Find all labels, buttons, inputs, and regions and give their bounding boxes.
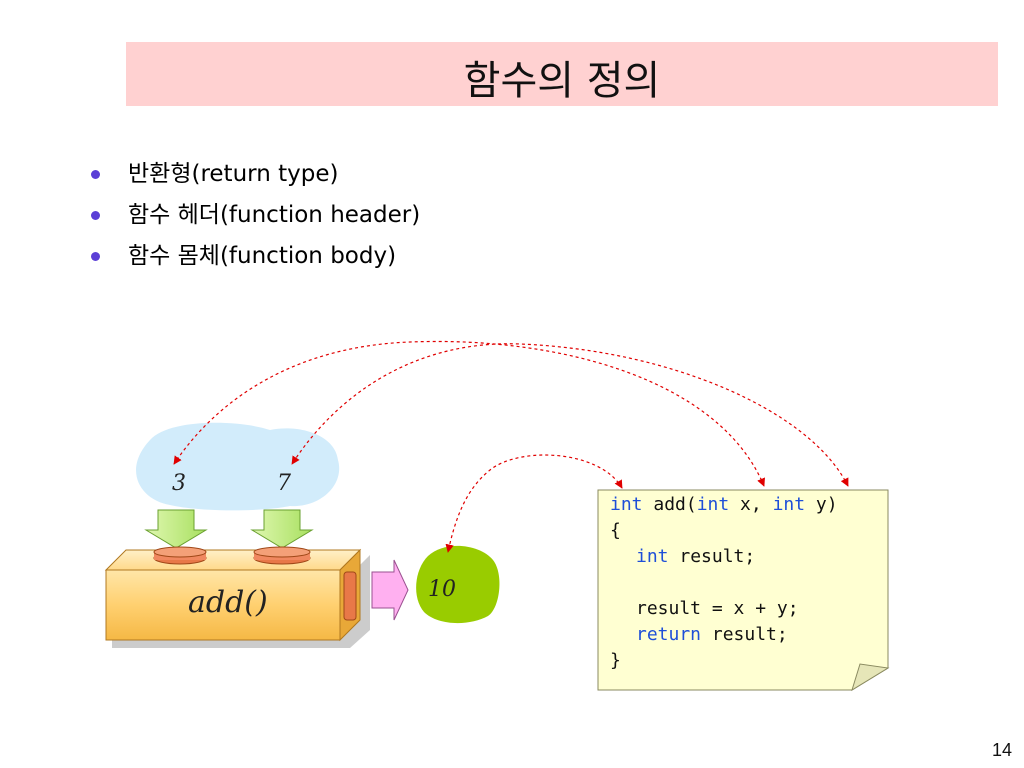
output-socket [343, 571, 357, 621]
bullet-item-function-body: 함수 몸체(function body) [88, 236, 420, 277]
bullet-list: 반환형(return type) 함수 헤더(function header) … [88, 154, 420, 277]
input-value-3: 3 [172, 471, 186, 496]
input-socket-2 [253, 546, 311, 565]
code-note [597, 489, 890, 692]
connector-param-x-to-3 [173, 340, 765, 487]
down-arrow-icon [144, 509, 208, 549]
title-bar: 함수의 정의 [126, 42, 998, 106]
page-number: 14 [991, 740, 1012, 760]
bullet-item-function-header: 함수 헤더(function header) [88, 195, 420, 236]
function-label: add() [188, 585, 268, 620]
bullet-dot-icon [91, 170, 100, 179]
input-value-7: 7 [277, 471, 291, 496]
output-blob [416, 545, 500, 624]
bullet-text: 반환형(return type) [128, 161, 339, 187]
code-line-2: { [610, 520, 621, 541]
output-arrow-icon [371, 559, 409, 621]
input-cloud [136, 422, 340, 511]
code-line-3: int result; [636, 546, 755, 567]
bullet-text: 함수 헤더(function header) [128, 202, 421, 228]
down-arrow-icon [250, 509, 314, 549]
output-value: 10 [428, 577, 456, 602]
bullet-dot-icon [91, 252, 100, 261]
connector-return-to-10 [445, 454, 623, 553]
bullet-item-return-type: 반환형(return type) [88, 154, 420, 195]
connector-param-y-to-7 [291, 343, 849, 487]
input-socket-1 [153, 546, 207, 565]
code-line-1: int add(int x, int y) [610, 494, 838, 515]
bullet-dot-icon [91, 211, 100, 220]
code-line-7: } [610, 650, 621, 671]
slide-title: 함수의 정의 [463, 58, 661, 104]
code-line-6: return result; [636, 624, 788, 645]
bullet-text: 함수 몸체(function body) [128, 243, 397, 269]
code-line-5: result = x + y; [636, 598, 799, 619]
